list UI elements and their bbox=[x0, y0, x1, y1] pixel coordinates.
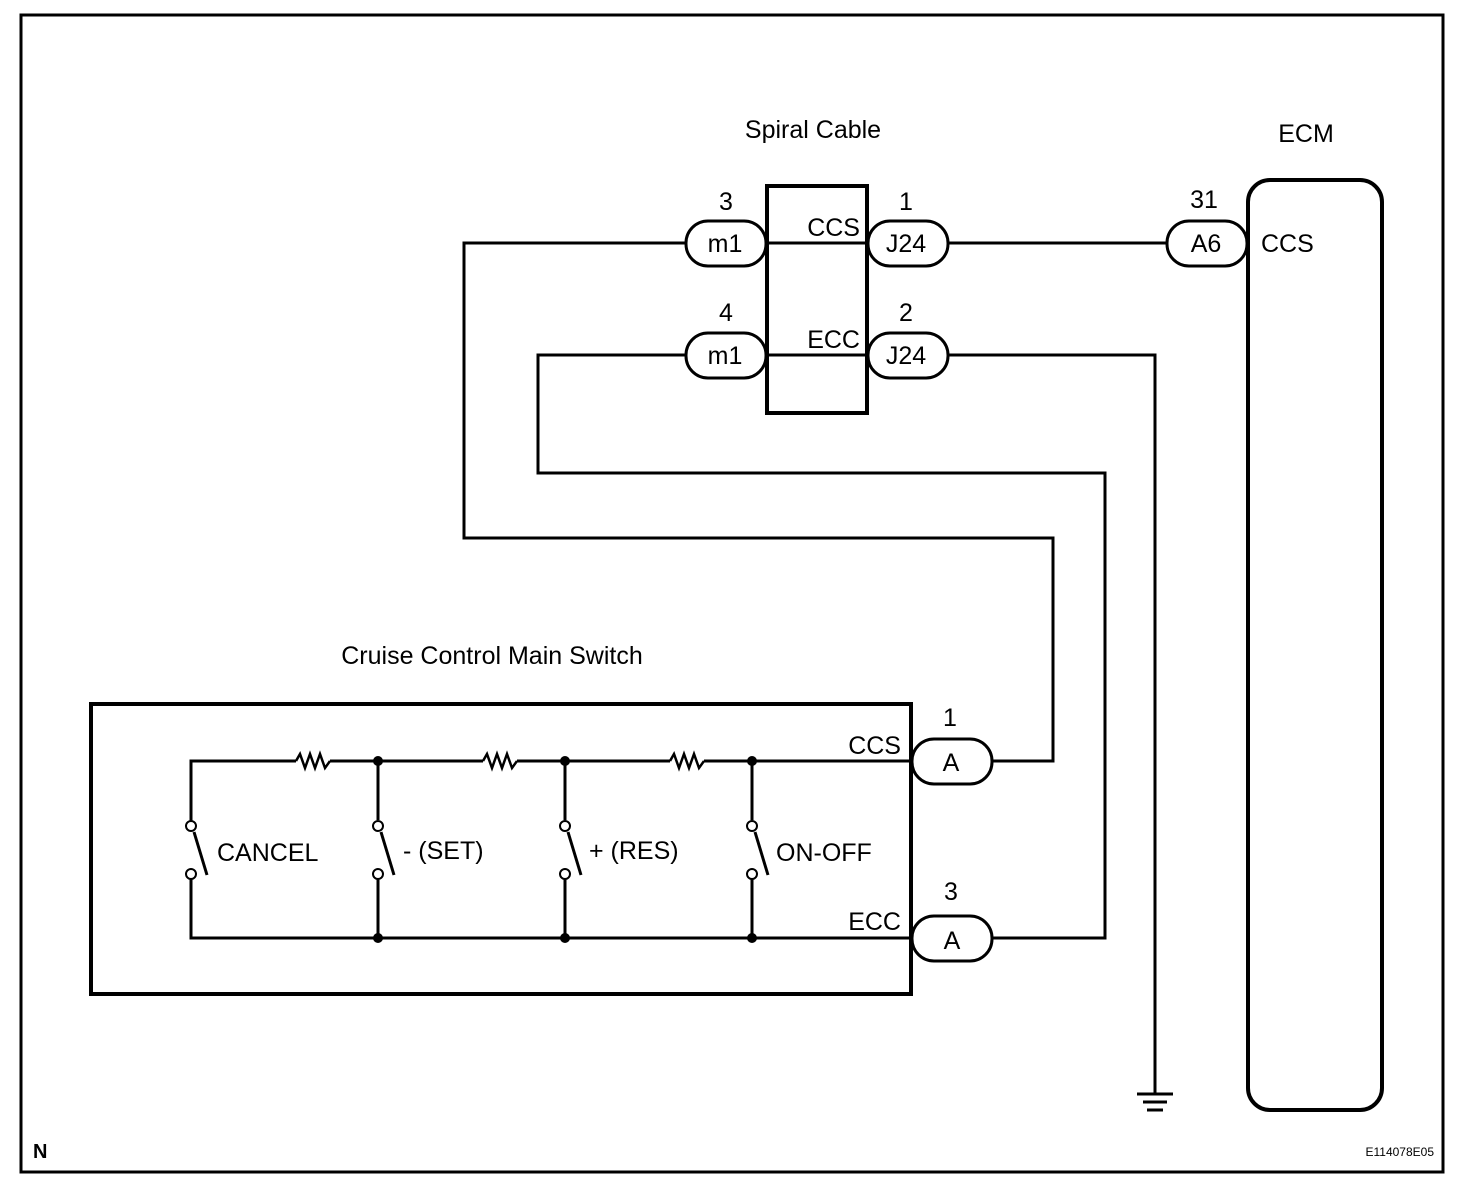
svg-text:CANCEL: CANCEL bbox=[217, 839, 319, 867]
svg-text:1: 1 bbox=[943, 704, 957, 732]
ecm-signal-ccs: CCS bbox=[1261, 230, 1314, 258]
spiral-cable-title: Spiral Cable bbox=[745, 116, 881, 144]
svg-text:A6: A6 bbox=[1191, 230, 1222, 258]
svg-text:+ (RES): + (RES) bbox=[589, 837, 679, 865]
svg-text:31: 31 bbox=[1190, 186, 1218, 214]
svg-text:J24: J24 bbox=[886, 342, 926, 370]
switch-cancel: CANCEL bbox=[185, 820, 319, 880]
main-switch-signal-ecc: ECC bbox=[848, 908, 901, 936]
main-switch-title: Cruise Control Main Switch bbox=[341, 642, 643, 670]
figure-id: E114078E05 bbox=[1365, 1145, 1434, 1159]
spiral-signal-ecc: ECC bbox=[807, 326, 860, 354]
resistor-icon bbox=[294, 750, 332, 772]
resistor-icon bbox=[668, 750, 706, 772]
svg-text:m1: m1 bbox=[708, 342, 743, 370]
wire-j24-to-ground bbox=[948, 353, 1157, 1093]
svg-text:J24: J24 bbox=[886, 230, 926, 258]
connector-j24-pin2: J24 2 bbox=[866, 299, 950, 380]
connector-a-pin3: A 3 bbox=[910, 878, 994, 963]
svg-text:A: A bbox=[944, 927, 961, 955]
main-switch-box bbox=[89, 702, 913, 996]
switch-on-off: ON-OFF bbox=[746, 820, 872, 880]
resistor-icon bbox=[481, 750, 519, 772]
svg-text:1: 1 bbox=[899, 188, 913, 216]
connector-m1-pin3: m1 3 bbox=[684, 188, 768, 268]
svg-text:2: 2 bbox=[899, 299, 913, 327]
connector-a-pin1: A 1 bbox=[910, 704, 994, 786]
ecm-title: ECM bbox=[1278, 120, 1334, 148]
connector-a6-pin31: A6 31 bbox=[1165, 186, 1249, 268]
svg-text:ON-OFF: ON-OFF bbox=[776, 839, 872, 867]
svg-text:m1: m1 bbox=[708, 230, 743, 258]
svg-text:3: 3 bbox=[719, 188, 733, 216]
spiral-signal-ccs: CCS bbox=[807, 214, 860, 242]
connector-j24-pin1: J24 1 bbox=[866, 188, 950, 268]
ground-icon bbox=[1137, 1092, 1173, 1112]
connector-m1-pin4: m1 4 bbox=[684, 299, 768, 380]
switch-res: + (RES) bbox=[559, 820, 679, 880]
spiral-cable-box bbox=[765, 184, 869, 415]
corner-mark: N bbox=[33, 1141, 47, 1163]
diagram-frame bbox=[19, 13, 1445, 1174]
svg-text:3: 3 bbox=[944, 878, 958, 906]
switch-set: - (SET) bbox=[372, 820, 484, 880]
svg-text:- (SET): - (SET) bbox=[403, 837, 484, 865]
svg-text:4: 4 bbox=[719, 299, 733, 327]
wire-ecc bbox=[536, 353, 1107, 940]
bottom-rail bbox=[189, 874, 910, 940]
wire-ccs bbox=[462, 241, 1055, 763]
svg-text:A: A bbox=[943, 749, 960, 777]
top-rail bbox=[189, 750, 910, 826]
main-switch-signal-ccs: CCS bbox=[848, 732, 901, 760]
switch-branches bbox=[373, 756, 757, 943]
ecm-box bbox=[1246, 178, 1384, 1112]
